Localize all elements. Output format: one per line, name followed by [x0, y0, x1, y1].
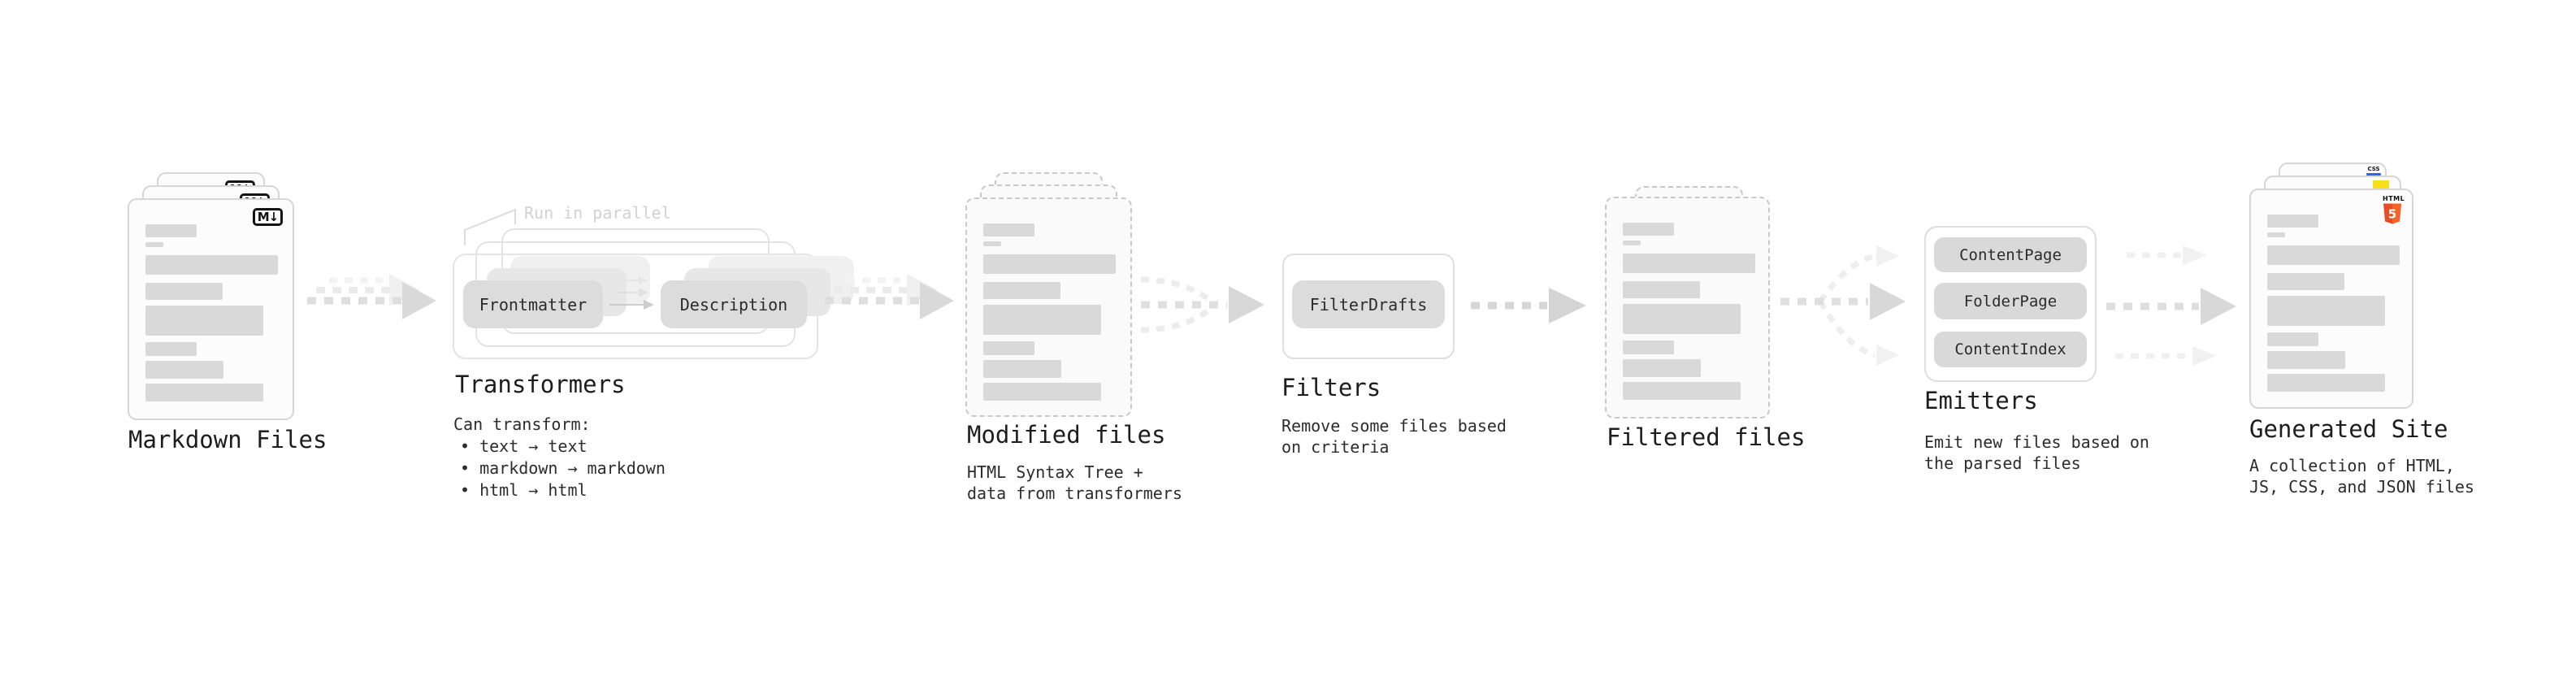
document-content-lines: [2267, 215, 2400, 392]
modified-file-card: [965, 197, 1132, 417]
text-line: [2267, 245, 2400, 265]
markdown-file-card: M↓: [128, 198, 294, 420]
css-file-icon: CSS: [2366, 167, 2381, 176]
text-line: [1623, 382, 1741, 400]
text-line: [983, 254, 1116, 274]
fan-out-arrow-icon: [1780, 245, 1906, 366]
fan-in-arrow-icon: [1140, 276, 1264, 333]
text-line: [145, 242, 163, 247]
text-line: [2267, 332, 2318, 346]
text-line: [2267, 232, 2285, 237]
stage-label-markdown-files: Markdown Files: [128, 426, 327, 453]
js-file-icon: [2373, 180, 2389, 189]
text-line: [2267, 273, 2344, 290]
stage-label-filtered-files: Filtered files: [1607, 423, 1806, 451]
document-content-lines: [983, 223, 1116, 401]
flow-arrow-stacked-icon: [825, 274, 954, 319]
text-line: [983, 282, 1060, 299]
text-line: [2267, 215, 2318, 228]
modified-files-desc: HTML Syntax Tree + data from transformer…: [967, 462, 1182, 504]
text-line: [983, 341, 1034, 355]
text-line: [145, 384, 263, 401]
text-line: [1623, 241, 1641, 245]
filtered-file-card: [1605, 197, 1770, 419]
filters-desc: Remove some files based on criteria: [1281, 415, 1507, 458]
flow-arrow-icon: [1471, 288, 1586, 323]
document-content-lines: [1623, 223, 1755, 400]
markdown-icon: M↓: [253, 208, 283, 226]
svg-text:5: 5: [2388, 207, 2396, 222]
stage-label-filters: Filters: [1281, 374, 1381, 401]
desc-line: HTML Syntax Tree +: [967, 462, 1143, 482]
stage-label-generated-site: Generated Site: [2249, 415, 2448, 443]
generated-site-card: HTML 5: [2249, 189, 2413, 409]
desc-line: JS, CSS, and JSON files: [2249, 477, 2474, 497]
text-line: [983, 305, 1101, 335]
emitter-pill-folderpage: FolderPage: [1934, 283, 2087, 319]
html5-icon: HTML 5: [2383, 196, 2405, 228]
text-line: [983, 223, 1034, 236]
document-content-lines: [145, 224, 278, 401]
note-leader-line: [464, 208, 516, 245]
html5-shield-icon: 5: [2383, 203, 2401, 224]
desc-line: A collection of HTML,: [2249, 456, 2455, 475]
transformer-pill-description: Description: [661, 280, 807, 328]
text-line: [983, 383, 1101, 401]
triple-flow-arrow-icon: [2106, 245, 2236, 366]
transform-step-arrows-icon: [609, 276, 654, 310]
desc-line: Remove some files based: [1281, 416, 1507, 436]
emitter-pill-contentpage: ContentPage: [1934, 237, 2087, 272]
run-in-parallel-note: Run in parallel: [524, 203, 671, 223]
text-line: [1623, 304, 1741, 334]
stage-label-emitters: Emitters: [1924, 387, 2038, 414]
text-line: [2267, 374, 2385, 392]
filter-pill-filterdrafts: FilterDrafts: [1292, 280, 1445, 328]
text-line: [145, 361, 223, 379]
desc-line: data from transformers: [967, 484, 1182, 503]
bullet-item: • markdown → markdown: [460, 458, 666, 478]
text-line: [145, 224, 197, 237]
text-line: [983, 360, 1061, 378]
bullet-item: • text → text: [460, 436, 588, 456]
desc-line: the parsed files: [1924, 453, 2081, 473]
text-line: [1623, 223, 1674, 236]
text-line: [145, 342, 197, 356]
stage-label-modified-files: Modified files: [967, 421, 1166, 449]
text-line: [1623, 281, 1700, 298]
desc-line: Emit new files based on: [1924, 432, 2149, 452]
transformers-bullet-list: • text → text • markdown → markdown • ht…: [460, 436, 666, 501]
emitter-pill-contentindex: ContentIndex: [1934, 332, 2087, 367]
desc-line: on criteria: [1281, 437, 1390, 457]
bullet-item: • html → html: [460, 480, 588, 500]
text-line: [145, 306, 263, 336]
generated-site-desc: A collection of HTML, JS, CSS, and JSON …: [2249, 455, 2474, 497]
emitters-desc: Emit new files based on the parsed files: [1924, 432, 2149, 474]
text-line: [145, 255, 278, 275]
text-line: [1623, 359, 1701, 377]
transformer-pill-frontmatter: Frontmatter: [463, 280, 603, 328]
stage-label-transformers: Transformers: [455, 371, 626, 398]
flow-arrow-stacked-icon: [307, 274, 436, 319]
text-line: [983, 241, 1001, 246]
text-line: [2267, 296, 2385, 326]
text-line: [2267, 351, 2345, 369]
text-line: [1623, 340, 1674, 354]
transformers-desc-heading: Can transform:: [453, 414, 591, 434]
text-line: [1623, 254, 1755, 273]
text-line: [145, 283, 223, 300]
